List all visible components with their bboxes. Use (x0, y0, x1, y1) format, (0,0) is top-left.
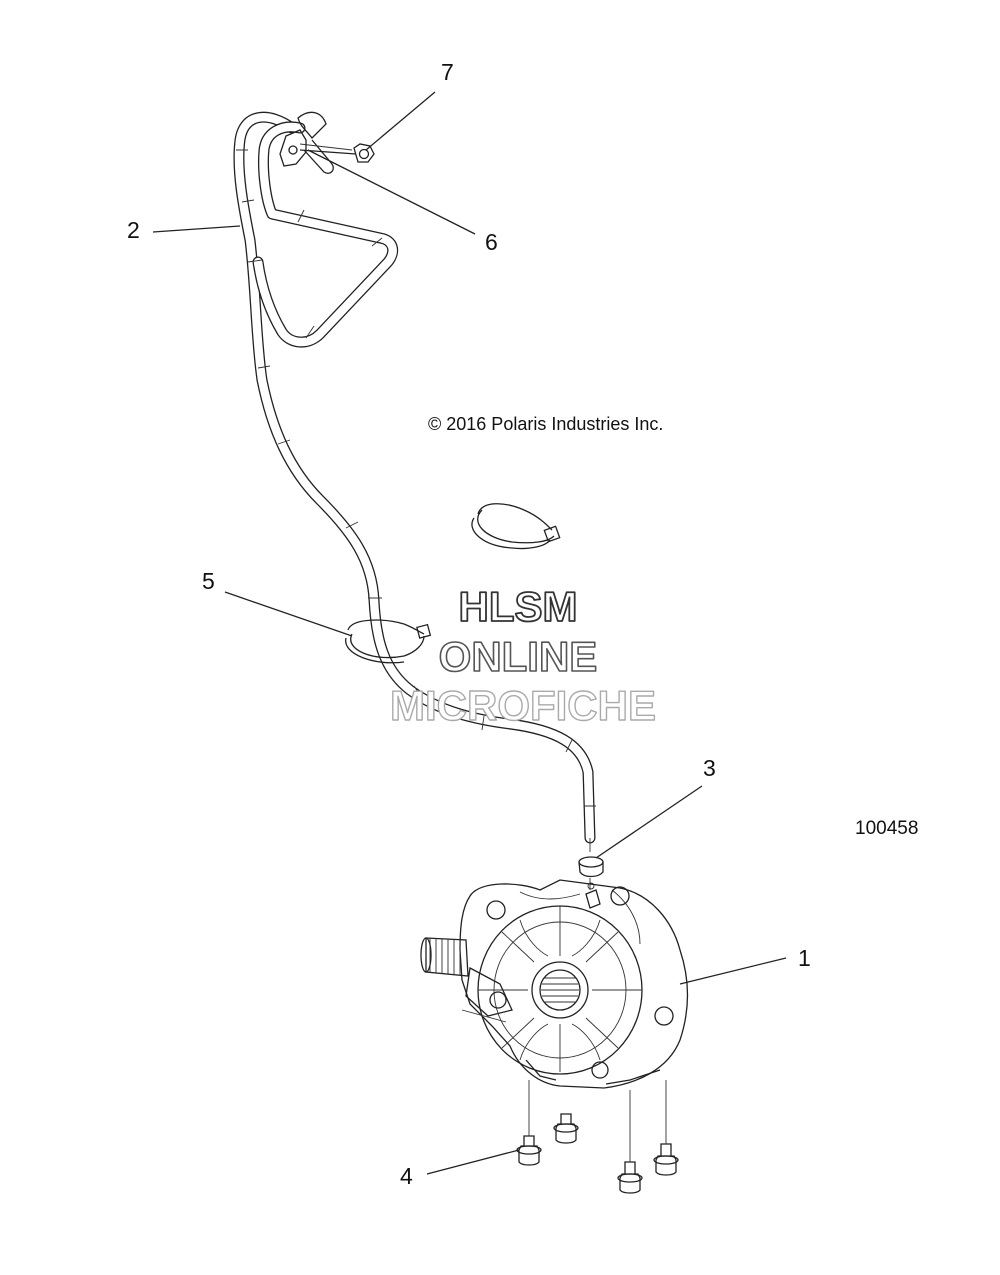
callout-number-7: 7 (441, 59, 454, 85)
hose-clamp (578, 838, 604, 890)
watermark-line-3: MICROFICHE (390, 682, 656, 729)
callout-number-2: 2 (127, 217, 140, 243)
callout-number-4: 4 (400, 1163, 413, 1189)
gearcase (420, 879, 689, 1089)
callout-number-6: 6 (485, 229, 498, 255)
cable-tie-loose (471, 503, 561, 550)
figure-number: 100458 (855, 818, 918, 839)
watermark-line-1: HLSM (459, 583, 578, 630)
nut (353, 143, 375, 163)
vent-hose (233, 111, 596, 844)
callout-number-1: 1 (798, 945, 811, 971)
watermark: HLSM ONLINE MICROFICHE (389, 582, 656, 730)
watermark-line-2: ONLINE (439, 633, 598, 680)
cable-tie (345, 619, 432, 664)
callout-number-5: 5 (202, 568, 215, 594)
mounting-bolt (516, 1080, 679, 1194)
leader-lines (152, 91, 787, 1175)
copyright-notice: © 2016 Polaris Industries Inc. (428, 414, 663, 434)
callout-number-3: 3 (703, 755, 716, 781)
